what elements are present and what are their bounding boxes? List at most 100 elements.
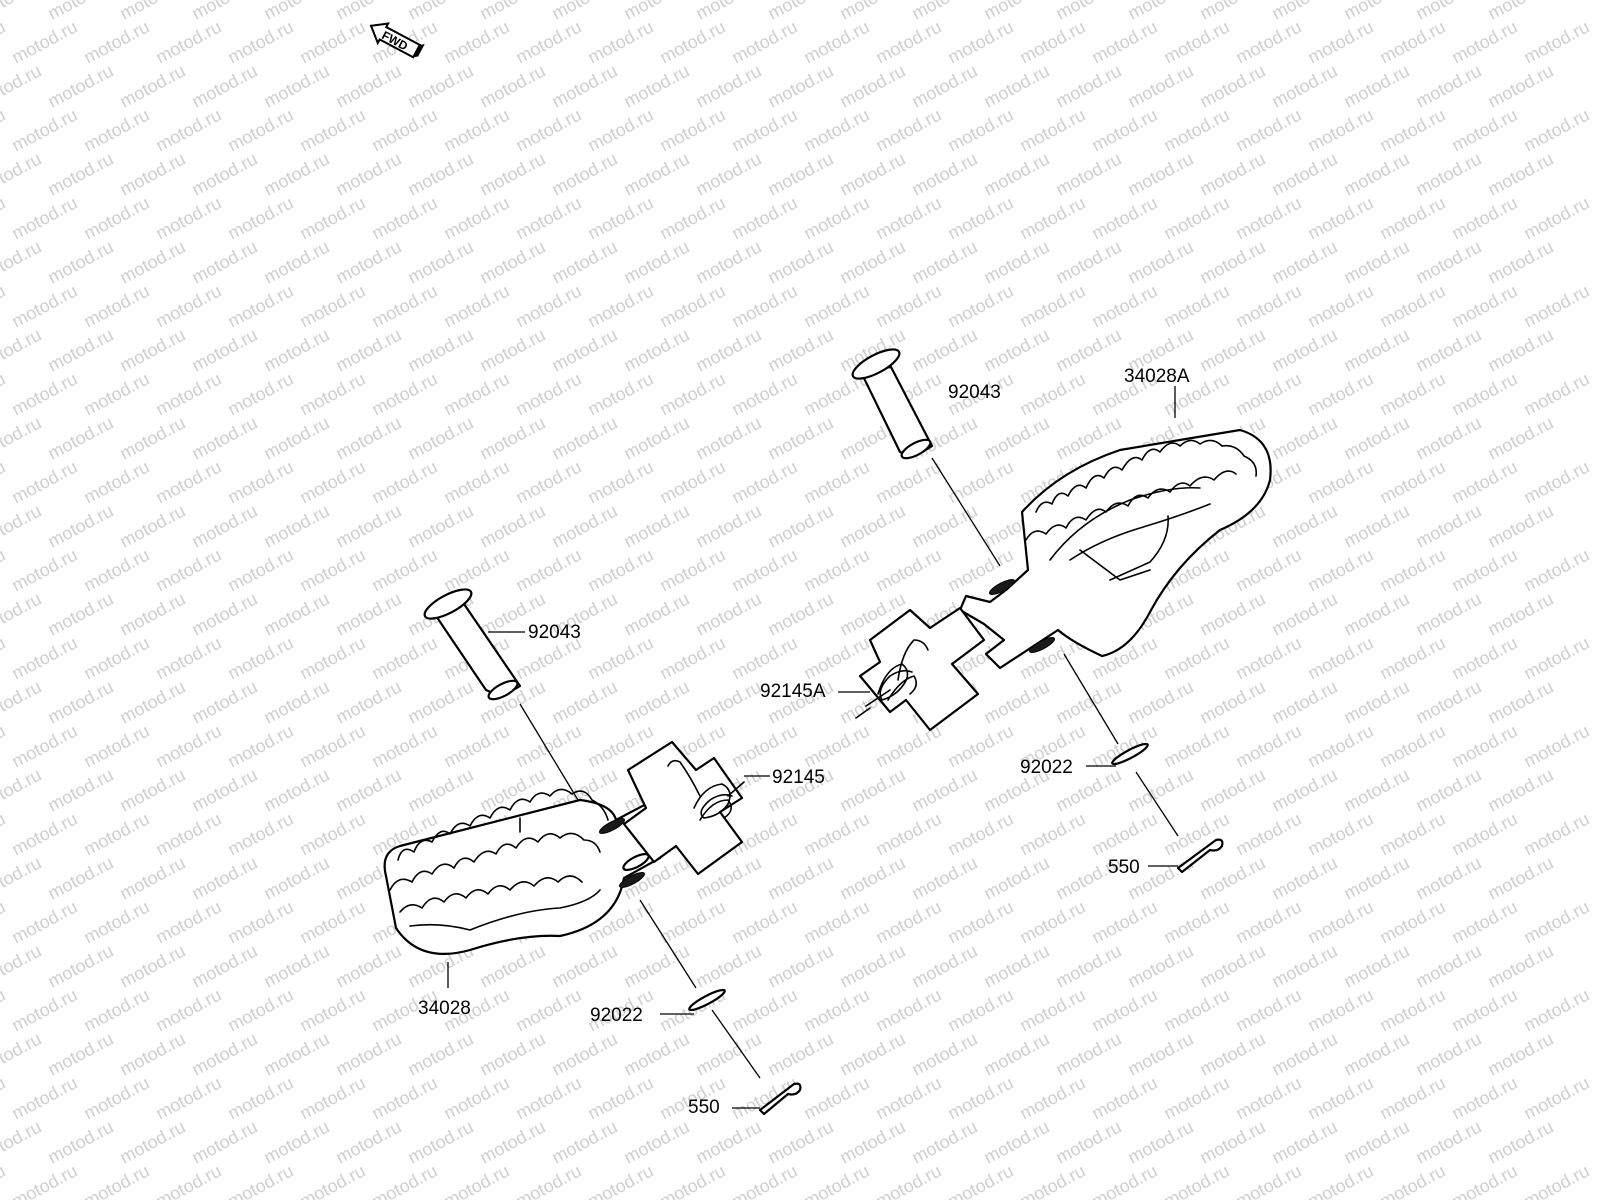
- watermark-text: motod.ru: [1448, 281, 1520, 332]
- watermark-text: motod.ru: [1448, 105, 1520, 156]
- watermark-text: motod.ru: [1160, 633, 1232, 684]
- watermark-text: motod.ru: [1052, 237, 1124, 288]
- watermark-text: motod.ru: [332, 413, 404, 464]
- watermark-text: motod.ru: [404, 149, 476, 200]
- watermark-text: motod.ru: [908, 325, 980, 376]
- watermark-text: motod.ru: [368, 633, 440, 684]
- watermark-text: motod.ru: [0, 765, 45, 816]
- watermark-text: motod.ru: [1484, 413, 1556, 464]
- watermark-text: motod.ru: [800, 545, 872, 596]
- watermark-text: motod.ru: [584, 281, 656, 332]
- watermark-text: motod.ru: [692, 1029, 764, 1080]
- watermark-text: motod.ru: [1376, 721, 1448, 772]
- watermark-text: motod.ru: [260, 765, 332, 816]
- watermark-text: motod.ru: [224, 369, 296, 420]
- watermark-text: motod.ru: [152, 457, 224, 508]
- watermark-text: motod.ru: [836, 1117, 908, 1168]
- watermark-text: motod.ru: [0, 633, 9, 684]
- watermark-text: motod.ru: [728, 1161, 800, 1200]
- watermark-text: motod.ru: [1304, 17, 1376, 68]
- watermark-text: motod.ru: [1376, 457, 1448, 508]
- watermark-text: motod.ru: [1016, 281, 1088, 332]
- watermark-text: motod.ru: [764, 413, 836, 464]
- watermark-text: motod.ru: [1340, 765, 1412, 816]
- watermark-text: motod.ru: [44, 1029, 116, 1080]
- watermark-text: motod.ru: [512, 105, 584, 156]
- watermark-text: motod.ru: [1268, 149, 1340, 200]
- watermark-text: motod.ru: [332, 501, 404, 552]
- watermark-text: motod.ru: [1484, 149, 1556, 200]
- watermark-text: motod.ru: [224, 897, 296, 948]
- watermark-text: motod.ru: [8, 457, 80, 508]
- watermark-text: motod.ru: [296, 633, 368, 684]
- part-number-cotter-pin-right: 550: [1108, 857, 1140, 878]
- watermark-text: motod.ru: [764, 501, 836, 552]
- watermark-text: motod.ru: [0, 61, 45, 112]
- watermark-text: motod.ru: [152, 897, 224, 948]
- watermark-text: motod.ru: [1088, 17, 1160, 68]
- watermark-text: motod.ru: [440, 369, 512, 420]
- watermark-text: motod.ru: [1520, 17, 1592, 68]
- watermark-text: motod.ru: [1412, 589, 1484, 640]
- watermark-text: motod.ru: [1016, 809, 1088, 860]
- watermark-text: motod.ru: [224, 633, 296, 684]
- watermark-text: motod.ru: [1484, 325, 1556, 376]
- watermark-text: motod.ru: [0, 413, 45, 464]
- watermark-text: motod.ru: [188, 413, 260, 464]
- watermark-text: motod.ru: [440, 193, 512, 244]
- watermark-text: motod.ru: [1376, 17, 1448, 68]
- watermark-text: motod.ru: [620, 61, 692, 112]
- watermark-text: motod.ru: [404, 0, 476, 24]
- watermark-text: motod.ru: [8, 369, 80, 420]
- watermark-text: motod.ru: [476, 501, 548, 552]
- watermark-text: motod.ru: [296, 897, 368, 948]
- watermark-text: motod.ru: [1340, 677, 1412, 728]
- watermark-text: motod.ru: [152, 721, 224, 772]
- watermark-text: motod.ru: [0, 721, 9, 772]
- watermark-text: motod.ru: [692, 941, 764, 992]
- watermark-text: motod.ru: [332, 149, 404, 200]
- watermark-text: motod.ru: [656, 193, 728, 244]
- watermark-text: motod.ru: [1268, 941, 1340, 992]
- watermark-text: motod.ru: [332, 325, 404, 376]
- watermark-text: motod.ru: [872, 897, 944, 948]
- watermark-text: motod.ru: [0, 325, 45, 376]
- watermark-text: motod.ru: [692, 413, 764, 464]
- watermark-text: motod.ru: [620, 501, 692, 552]
- pin-left: [423, 588, 522, 701]
- watermark-text: motod.ru: [548, 325, 620, 376]
- watermark-text: motod.ru: [764, 941, 836, 992]
- watermark-text: motod.ru: [1232, 105, 1304, 156]
- watermark-text: motod.ru: [260, 1117, 332, 1168]
- watermark-text: motod.ru: [620, 0, 692, 24]
- watermark-text: motod.ru: [1268, 325, 1340, 376]
- watermark-text: motod.ru: [1268, 1029, 1340, 1080]
- watermark-text: motod.ru: [404, 1117, 476, 1168]
- watermark-text: motod.ru: [800, 17, 872, 68]
- watermark-text: motod.ru: [692, 149, 764, 200]
- watermark-text: motod.ru: [1304, 809, 1376, 860]
- watermark-text: motod.ru: [1052, 325, 1124, 376]
- watermark-text: motod.ru: [692, 0, 764, 24]
- watermark-text: motod.ru: [188, 1029, 260, 1080]
- watermark-text: motod.ru: [692, 1117, 764, 1168]
- watermark-text: motod.ru: [1484, 853, 1556, 904]
- watermark-text: motod.ru: [1088, 105, 1160, 156]
- watermark-text: motod.ru: [728, 193, 800, 244]
- watermark-text: motod.ru: [908, 0, 980, 24]
- watermark-text: motod.ru: [1124, 941, 1196, 992]
- watermark-text: motod.ru: [584, 457, 656, 508]
- watermark-text: motod.ru: [80, 809, 152, 860]
- watermark-text: motod.ru: [728, 281, 800, 332]
- watermark-text: motod.ru: [980, 0, 1052, 24]
- watermark-text: motod.ru: [1088, 809, 1160, 860]
- watermark-text: motod.ru: [44, 325, 116, 376]
- watermark-text: motod.ru: [44, 941, 116, 992]
- watermark-text: motod.ru: [692, 677, 764, 728]
- watermark-text: motod.ru: [512, 17, 584, 68]
- watermark-text: motod.ru: [1088, 985, 1160, 1036]
- watermark-text: motod.ru: [152, 1161, 224, 1200]
- watermark-text: motod.ru: [908, 853, 980, 904]
- watermark-text: motod.ru: [80, 193, 152, 244]
- watermark-text: motod.ru: [548, 61, 620, 112]
